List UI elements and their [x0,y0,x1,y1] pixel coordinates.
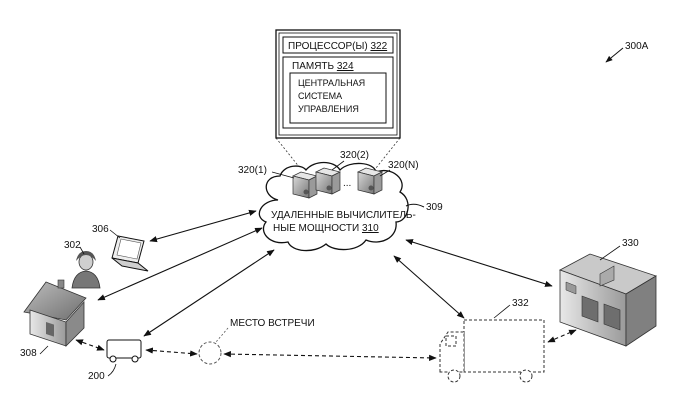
cloud-label-line1: УДАЛЕННЫЕ ВЫЧИСЛИТЕЛЬ- [271,210,416,221]
arrow-vehicle-meeting [145,347,198,357]
cloud-callout-label: 309 [426,202,443,213]
server-labels: 320(1) 320(2) 320(N) [238,150,419,179]
figure-label: 300A [605,41,649,63]
arrow-laptop-cloud [149,209,257,243]
processor-label: ПРОЦЕССОР(Ы) 322 [288,41,388,52]
warehouse-icon [559,253,657,347]
arrow-vehicle-cloud [143,249,275,337]
memory-label: ПАМЯТЬ 324 [292,61,354,72]
user-label: 302 [64,240,81,251]
truck-label: 332 [512,298,529,309]
delivery-vehicle-icon [106,339,142,363]
server-2-label: 320(2) [340,150,369,161]
dashed-connections [75,329,577,361]
control-system-line2: СИСТЕМА [298,91,342,101]
connections [97,209,553,337]
server-ellipsis: ... [343,178,351,189]
arrow-house-vehicle [75,339,105,351]
vehicle-label: 200 [88,371,105,382]
truck-icon [439,319,545,383]
house-icon [23,279,87,347]
server-2 [314,167,342,195]
laptop-label: 306 [92,224,109,235]
arrow-cloud-truck [393,255,465,319]
svg-text:300A: 300A [625,41,649,52]
control-system-line1: ЦЕНТРАЛЬНАЯ [298,78,365,88]
arrow-meeting-truck [223,351,437,361]
arrow-cloud-warehouse [405,239,553,287]
meeting-point-icon [198,341,222,365]
warehouse-label: 330 [622,238,639,249]
arrow-truck-warehouse [547,329,577,343]
user-icon [71,251,101,289]
projection-lines [275,137,401,169]
laptop-icon [111,235,149,272]
server-1-label: 320(1) [238,165,267,176]
house-label: 308 [20,348,37,359]
server-1 [291,171,319,199]
meeting-point-label: МЕСТО ВСТРЕЧИ [230,318,315,329]
server-n [356,167,384,195]
processor-memory-box: ПРОЦЕССОР(Ы) 322 ПАМЯТЬ 324 ЦЕНТРАЛЬНАЯ … [275,29,401,139]
control-system-line3: УПРАВЛЕНИЯ [298,104,359,114]
cloud-label-line2: НЫЕ МОЩНОСТИ 310 [273,223,379,234]
server-n-label: 320(N) [388,160,419,171]
